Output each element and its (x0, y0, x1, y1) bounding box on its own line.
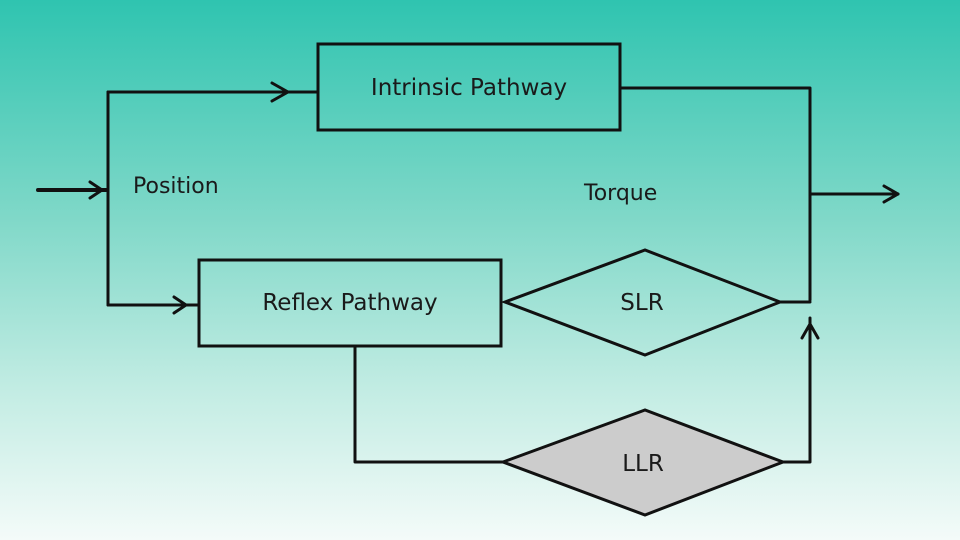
reflex-pathway-label: Reflex Pathway (262, 290, 437, 316)
output-arrow (808, 184, 900, 204)
slr-label: SLR (620, 290, 663, 316)
intrinsic-pathway-block: Intrinsic Pathway (316, 42, 622, 132)
llr-label: LLR (622, 451, 664, 477)
llr-output-arrow (781, 316, 820, 464)
arrow-to-reflex (106, 295, 201, 315)
input-label: Position (133, 174, 219, 199)
reflex-pathway-block: Reflex Pathway (197, 258, 503, 348)
intrinsic-output-line (618, 86, 812, 302)
intrinsic-pathway-label: Intrinsic Pathway (371, 75, 567, 101)
input-arrow (36, 180, 108, 200)
reflex-to-llr-line (353, 344, 505, 464)
slr-diamond: SLR (500, 248, 785, 357)
llr-diamond: LLR (498, 408, 788, 517)
output-label: Torque (583, 181, 657, 206)
arrow-to-intrinsic (106, 81, 320, 103)
